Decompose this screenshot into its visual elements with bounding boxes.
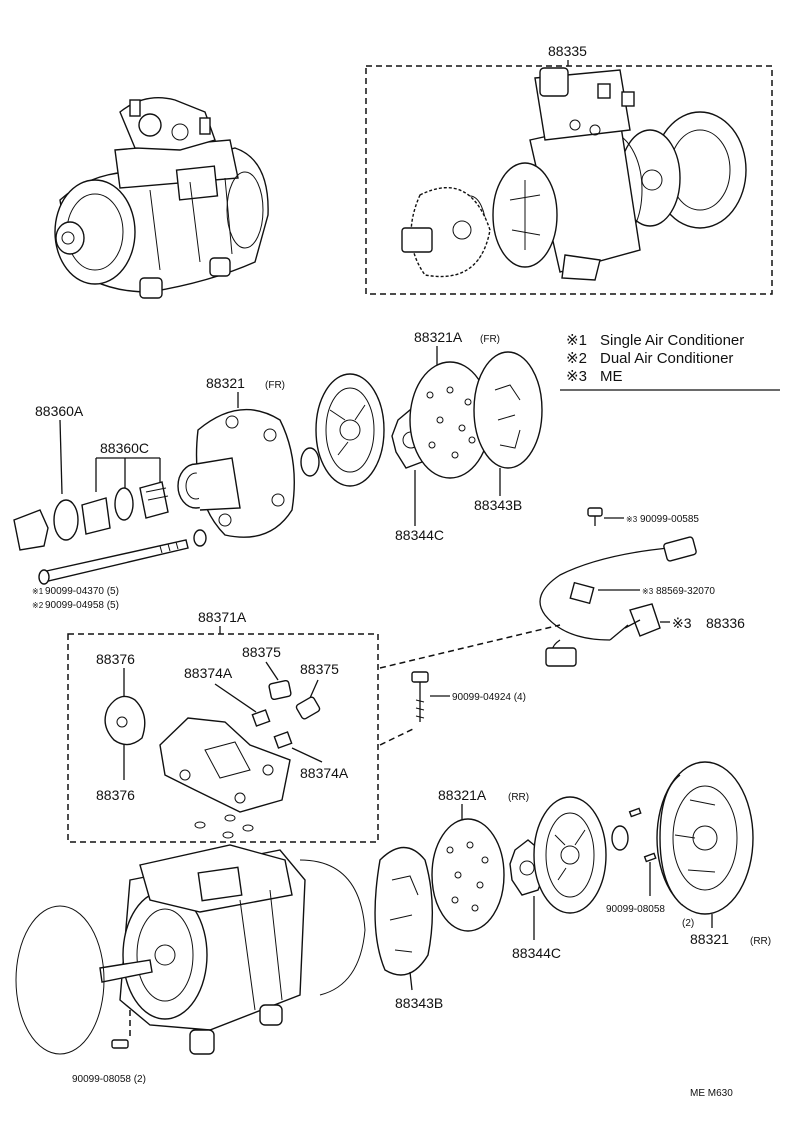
thermo-switch-88336	[624, 603, 661, 637]
legend-text-1: Single Air Conditioner	[600, 332, 744, 349]
label-pin-08058-bottom: 90099-08058 (2)	[72, 1074, 146, 1085]
label-88371A: 88371A	[198, 609, 247, 625]
valve-plate-88321A-fr	[409, 361, 491, 479]
label-88321A-rr-suffix: (RR)	[508, 792, 529, 803]
label-88375-a: 88375	[242, 644, 281, 660]
rear-housing-88321-rr	[656, 761, 754, 915]
legend-mark-3: ※3	[566, 368, 587, 385]
cover-88376	[104, 695, 146, 746]
valve-plate-88321A-rr	[431, 818, 505, 932]
legend-text-3: ME	[600, 368, 623, 385]
seal-88360A	[53, 499, 79, 541]
label-88344C-top: 88344C	[395, 527, 444, 543]
switch-mark: ※3	[672, 615, 692, 631]
label-bolt-04958: 90099-04958 (5)	[45, 600, 119, 611]
front-housing-88321	[177, 408, 295, 538]
gasket-ring-bottom	[15, 905, 105, 1055]
wire-harness	[539, 536, 697, 667]
pin-rear-b	[643, 852, 657, 863]
label-88321-fr-suffix: (FR)	[265, 380, 285, 391]
bolt-04924	[411, 671, 429, 722]
o-ring-rear	[611, 825, 629, 851]
o-ring-large	[299, 859, 366, 996]
seal-88360C	[81, 481, 169, 535]
pin-bottom	[111, 1039, 129, 1049]
label-screw-00585: 90099-00585	[640, 514, 699, 525]
legend-text-2: Dual Air Conditioner	[600, 350, 733, 367]
legend-mark-2: ※2	[566, 350, 587, 367]
washer-small	[193, 529, 207, 547]
label-88321-rr: 88321	[690, 931, 729, 947]
compressor-body-bottom	[99, 844, 306, 1055]
label-pin-08058-rr: 90099-08058	[606, 904, 665, 915]
label-88321-fr: 88321	[206, 375, 245, 391]
kit-88335-box	[365, 65, 773, 295]
label-88569: 88569-32070	[656, 586, 715, 597]
screw-mark: ※3	[626, 515, 638, 524]
label-88376-top: 88376	[96, 651, 135, 667]
label-88343B-bottom: 88343B	[395, 995, 443, 1011]
compressor-assembly-top	[54, 97, 269, 299]
label-88374A-bottom: 88374A	[300, 765, 349, 781]
through-bolt	[38, 539, 189, 585]
label-88335: 88335	[548, 43, 587, 59]
label-88321A-fr: 88321A	[414, 329, 463, 345]
bolt-mark-2: ※2	[32, 601, 44, 610]
diagram-code: ME M630	[690, 1088, 733, 1099]
screw-00585	[587, 507, 603, 526]
kit-88371A-box	[67, 633, 379, 843]
label-pin-08058-rr-qty: (2)	[682, 918, 694, 929]
gasket-88343B-bottom	[374, 846, 434, 976]
valve-plate-front	[315, 373, 385, 487]
label-88374A-top: 88374A	[184, 665, 233, 681]
rear-head-block	[159, 717, 291, 813]
legend-mark-1: ※1	[566, 332, 587, 349]
valve-cap-88375	[268, 679, 321, 720]
label-88343B-top: 88343B	[474, 497, 522, 513]
label-88321A-rr: 88321A	[438, 787, 487, 803]
shaft-sleeve	[13, 509, 49, 551]
gasket-88343B-top	[473, 351, 543, 469]
legend: ※1 Single Air Conditioner ※2 Dual Air Co…	[560, 332, 780, 391]
valve-plate-rear	[533, 796, 607, 914]
compressor-exploded-88335	[401, 67, 747, 281]
label-88360A: 88360A	[35, 403, 84, 419]
label-88375-b: 88375	[300, 661, 339, 677]
label-88321A-fr-suffix: (FR)	[480, 334, 500, 345]
o-ring-front	[300, 447, 320, 477]
service-valve-88374A	[251, 709, 293, 749]
bolt-mark-1: ※1	[32, 587, 44, 596]
label-88321-rr-suffix: (RR)	[750, 936, 771, 947]
label-bolt-04924: 90099-04924 (4)	[452, 692, 526, 703]
label-88344C-bottom: 88344C	[512, 945, 561, 961]
label-88360C: 88360C	[100, 440, 149, 456]
label-88336: 88336	[706, 615, 745, 631]
label-88376-bottom: 88376	[96, 787, 135, 803]
o-rings-small	[194, 814, 254, 839]
pin-rear-a	[628, 807, 642, 818]
relay-mark: ※3	[642, 587, 654, 596]
label-bolt-04370: 90099-04370 (5)	[45, 586, 119, 597]
